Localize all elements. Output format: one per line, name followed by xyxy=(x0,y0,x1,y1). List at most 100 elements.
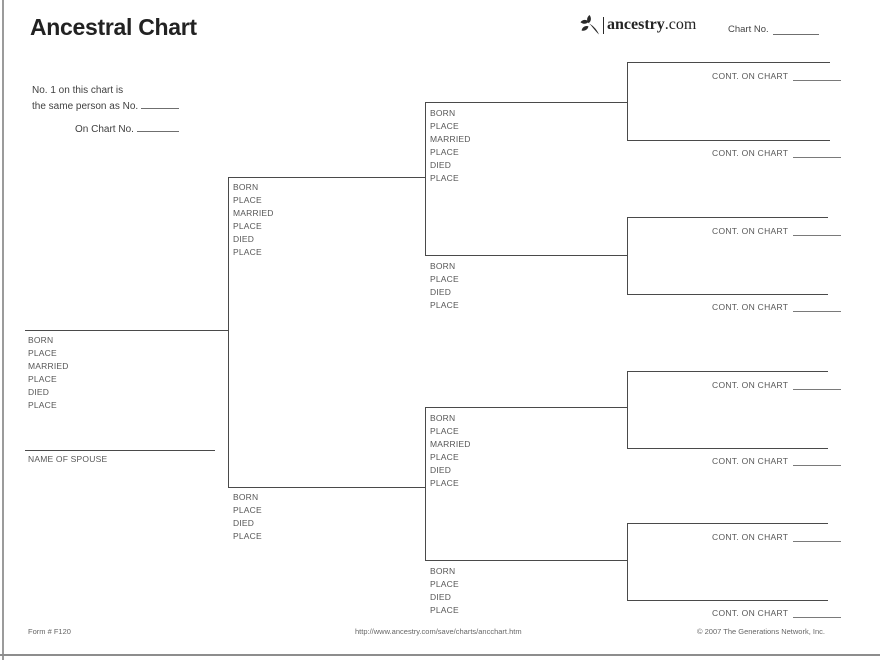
cont-label: CONT. ON CHART xyxy=(712,456,789,466)
born-label: BORN xyxy=(233,492,259,502)
cont-chart-no-blank xyxy=(793,147,842,158)
cont-on-chart-row: CONT. ON CHART xyxy=(712,225,842,236)
place-label: PLACE xyxy=(430,121,459,131)
chart-no-label: Chart No. xyxy=(728,24,769,35)
cont-label: CONT. ON CHART xyxy=(712,532,789,542)
ggp1-name-line xyxy=(627,62,830,63)
cont-label: CONT. ON CHART xyxy=(712,608,789,618)
form-number: Form # F120 xyxy=(28,627,71,636)
cont-on-chart-row: CONT. ON CHART xyxy=(712,531,842,542)
grandparent2-field-labels: BORN PLACE DIED PLACE xyxy=(430,260,459,312)
place-label: PLACE xyxy=(28,348,57,358)
grandparent3-name-line xyxy=(425,407,627,408)
place-label: PLACE xyxy=(430,478,459,488)
place-label: PLACE xyxy=(28,400,57,410)
cont-label: CONT. ON CHART xyxy=(712,71,789,81)
place-label: PLACE xyxy=(233,221,262,231)
ggp-bracket-4-line xyxy=(627,523,628,600)
grandparent3-field-labels: BORN PLACE MARRIED PLACE DIED PLACE xyxy=(430,412,471,490)
cont-chart-no-blank xyxy=(793,70,842,81)
cont-chart-no-blank xyxy=(793,455,842,466)
page-left-edge xyxy=(2,0,4,660)
ggp7-name-line xyxy=(627,523,828,524)
logo-suffix: .com xyxy=(664,16,697,33)
married-label: MARRIED xyxy=(233,208,274,218)
cont-on-chart-row: CONT. ON CHART xyxy=(712,379,842,390)
cont-label: CONT. ON CHART xyxy=(712,148,789,158)
married-label: MARRIED xyxy=(28,361,69,371)
place-label: PLACE xyxy=(430,300,459,310)
ggp4-name-line xyxy=(627,294,828,295)
grandparent4-field-labels: BORN PLACE DIED PLACE xyxy=(430,565,459,617)
chart-no-field: Chart No. xyxy=(728,24,819,35)
instruction-line-1: No. 1 on this chart is xyxy=(32,85,124,96)
born-label: BORN xyxy=(430,108,456,118)
logo-wordmark: ancestry.com xyxy=(607,15,696,35)
died-label: DIED xyxy=(28,387,50,397)
footer-url: http://www.ancestry.com/save/charts/ancc… xyxy=(355,627,522,636)
person1-field-labels: BORN PLACE MARRIED PLACE DIED PLACE xyxy=(28,334,69,412)
mother-name-line xyxy=(228,487,425,488)
cont-label: CONT. ON CHART xyxy=(712,302,789,312)
born-label: BORN xyxy=(233,182,259,192)
born-label: BORN xyxy=(430,566,456,576)
instruction-line-3: On Chart No. xyxy=(75,121,179,137)
ancestry-logo: ancestry.com xyxy=(578,13,696,37)
spouse-label: NAME OF SPOUSE xyxy=(28,454,108,464)
place-label: PLACE xyxy=(430,173,459,183)
died-label: DIED xyxy=(430,465,452,475)
ggp5-name-line xyxy=(627,371,828,372)
grandparent4-name-line xyxy=(425,560,627,561)
grandparent2-name-line xyxy=(425,255,627,256)
place-label: PLACE xyxy=(430,579,459,589)
logo-divider xyxy=(603,16,604,34)
logo-brand: ancestry xyxy=(607,16,665,33)
person1-name-line xyxy=(25,330,228,331)
place-label: PLACE xyxy=(233,247,262,257)
place-label: PLACE xyxy=(28,374,57,384)
mother-field-labels: BORN PLACE DIED PLACE xyxy=(233,491,262,543)
place-label: PLACE xyxy=(233,505,262,515)
ggp8-name-line xyxy=(627,600,828,601)
cont-on-chart-row: CONT. ON CHART xyxy=(712,455,842,466)
ggp3-name-line xyxy=(627,217,828,218)
married-label: MARRIED xyxy=(430,439,471,449)
paternal-grandparents-bracket-line xyxy=(425,102,426,255)
died-label: DIED xyxy=(233,234,255,244)
same-person-blank xyxy=(141,98,180,109)
born-label: BORN xyxy=(28,335,54,345)
instruction-line-3-text: On Chart No. xyxy=(75,124,134,135)
place-label: PLACE xyxy=(430,147,459,157)
page-bottom-edge xyxy=(0,654,880,656)
page-title: Ancestral Chart xyxy=(30,14,197,40)
instruction-line-2: the same person as No. xyxy=(32,98,180,114)
died-label: DIED xyxy=(430,592,452,602)
died-label: DIED xyxy=(233,518,255,528)
married-label: MARRIED xyxy=(430,134,471,144)
father-field-labels: BORN PLACE MARRIED PLACE DIED PLACE xyxy=(233,181,274,259)
grandparent1-name-line xyxy=(425,102,627,103)
parents-bracket-line xyxy=(228,177,229,487)
cont-chart-no-blank xyxy=(793,379,842,390)
cont-on-chart-row: CONT. ON CHART xyxy=(712,70,842,81)
place-label: PLACE xyxy=(430,426,459,436)
place-label: PLACE xyxy=(233,531,262,541)
spouse-name-line xyxy=(25,450,215,451)
ggp2-name-line xyxy=(627,140,830,141)
ggp-bracket-1-line xyxy=(627,62,628,140)
chart-no-blank xyxy=(772,24,819,35)
on-chart-no-blank xyxy=(136,121,179,132)
ggp-bracket-2-line xyxy=(627,217,628,294)
leaf-icon xyxy=(578,13,602,37)
copyright-notice: © 2007 The Generations Network, Inc. xyxy=(697,627,825,636)
cont-chart-no-blank xyxy=(793,301,842,312)
place-label: PLACE xyxy=(430,274,459,284)
cont-chart-no-blank xyxy=(793,531,842,542)
cont-on-chart-row: CONT. ON CHART xyxy=(712,607,842,618)
instruction-line-2-text: the same person as No. xyxy=(32,101,139,112)
cont-chart-no-blank xyxy=(793,225,842,236)
ggp-bracket-3-line xyxy=(627,371,628,448)
maternal-grandparents-bracket-line xyxy=(425,407,426,560)
cont-on-chart-row: CONT. ON CHART xyxy=(712,147,842,158)
